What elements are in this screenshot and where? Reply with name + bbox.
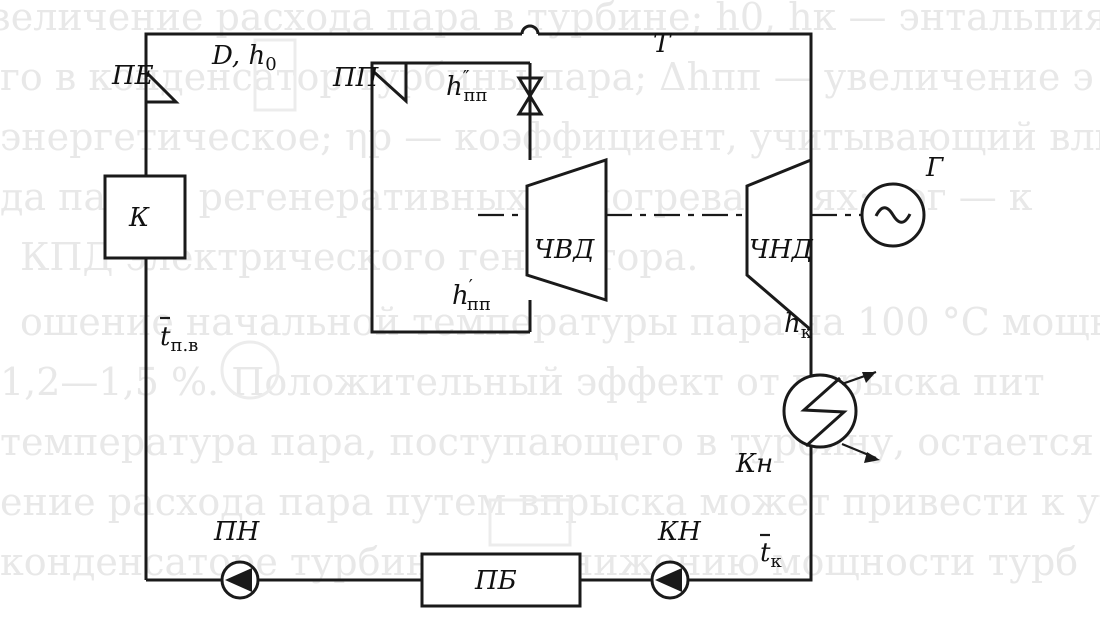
ac-wave-icon [874, 206, 912, 224]
bg-text-line-9: ение расхода пара путем впрыска может пр… [0, 480, 1100, 524]
background-text: зеличение расхода пара в турбине; h0, hк… [0, 0, 1100, 584]
label-h-pp-double-prime: h″пп [446, 67, 487, 106]
arrow-out-icon [864, 452, 880, 463]
bg-text-line-6: ошение начальной температуры пара на 100… [20, 300, 1100, 344]
bg-text-line-7: 1,2—1,5 %. Положительный эффект от впрыс… [0, 360, 1045, 404]
control-valve-icon [516, 76, 544, 116]
arrow-in-icon [862, 372, 876, 383]
bg-text-line-2: го в конденсатор турбины пара; Δhпп — ув… [0, 55, 1094, 99]
superheater-coil [144, 32, 522, 110]
main-steam-line [538, 32, 813, 175]
label-reheater: ПП [332, 63, 380, 93]
pipe-crossing-arc [520, 24, 540, 35]
label-condenser: Кн [735, 449, 773, 479]
label-t-feedwater: tп.в [160, 316, 198, 356]
condenser [782, 370, 880, 463]
reheat-loop [370, 61, 530, 334]
bg-text-line-8: температура пара, поступающего в турбину… [0, 420, 1094, 464]
label-tk: tк [760, 533, 782, 572]
label-lp-turbine: ЧНД [749, 235, 814, 265]
label-hk: hк [784, 309, 813, 343]
hp-turbine [525, 157, 608, 303]
boiler-block [103, 174, 187, 260]
label-superheater: ПЕ [111, 61, 154, 91]
feed-pump-icon [220, 560, 260, 600]
condensate-line [688, 447, 813, 582]
regenerative-heater-block [420, 552, 582, 608]
label-turbine: Т [653, 29, 672, 59]
label-hp-turbine: ЧВД [534, 235, 595, 265]
svg-text:tп.в: tп.в [160, 322, 198, 356]
label-boiler: К [128, 203, 150, 233]
svg-text:tк: tк [760, 538, 782, 572]
bg-text-line-3: энергетическое; ηр — коэффициент, учитыв… [0, 115, 1100, 159]
label-steam-params: D, h0 [211, 41, 277, 75]
generator [860, 182, 926, 248]
cooling-coil-icon [800, 376, 848, 448]
label-h-pp-prime: h′пп [452, 276, 491, 315]
label-regenerative-heater: ПБ [474, 566, 517, 596]
label-generator: Г [925, 153, 944, 183]
label-feed-pump: ПН [213, 517, 261, 547]
label-condensate-pump: КН [657, 517, 702, 547]
condensate-pump-icon [650, 560, 690, 600]
